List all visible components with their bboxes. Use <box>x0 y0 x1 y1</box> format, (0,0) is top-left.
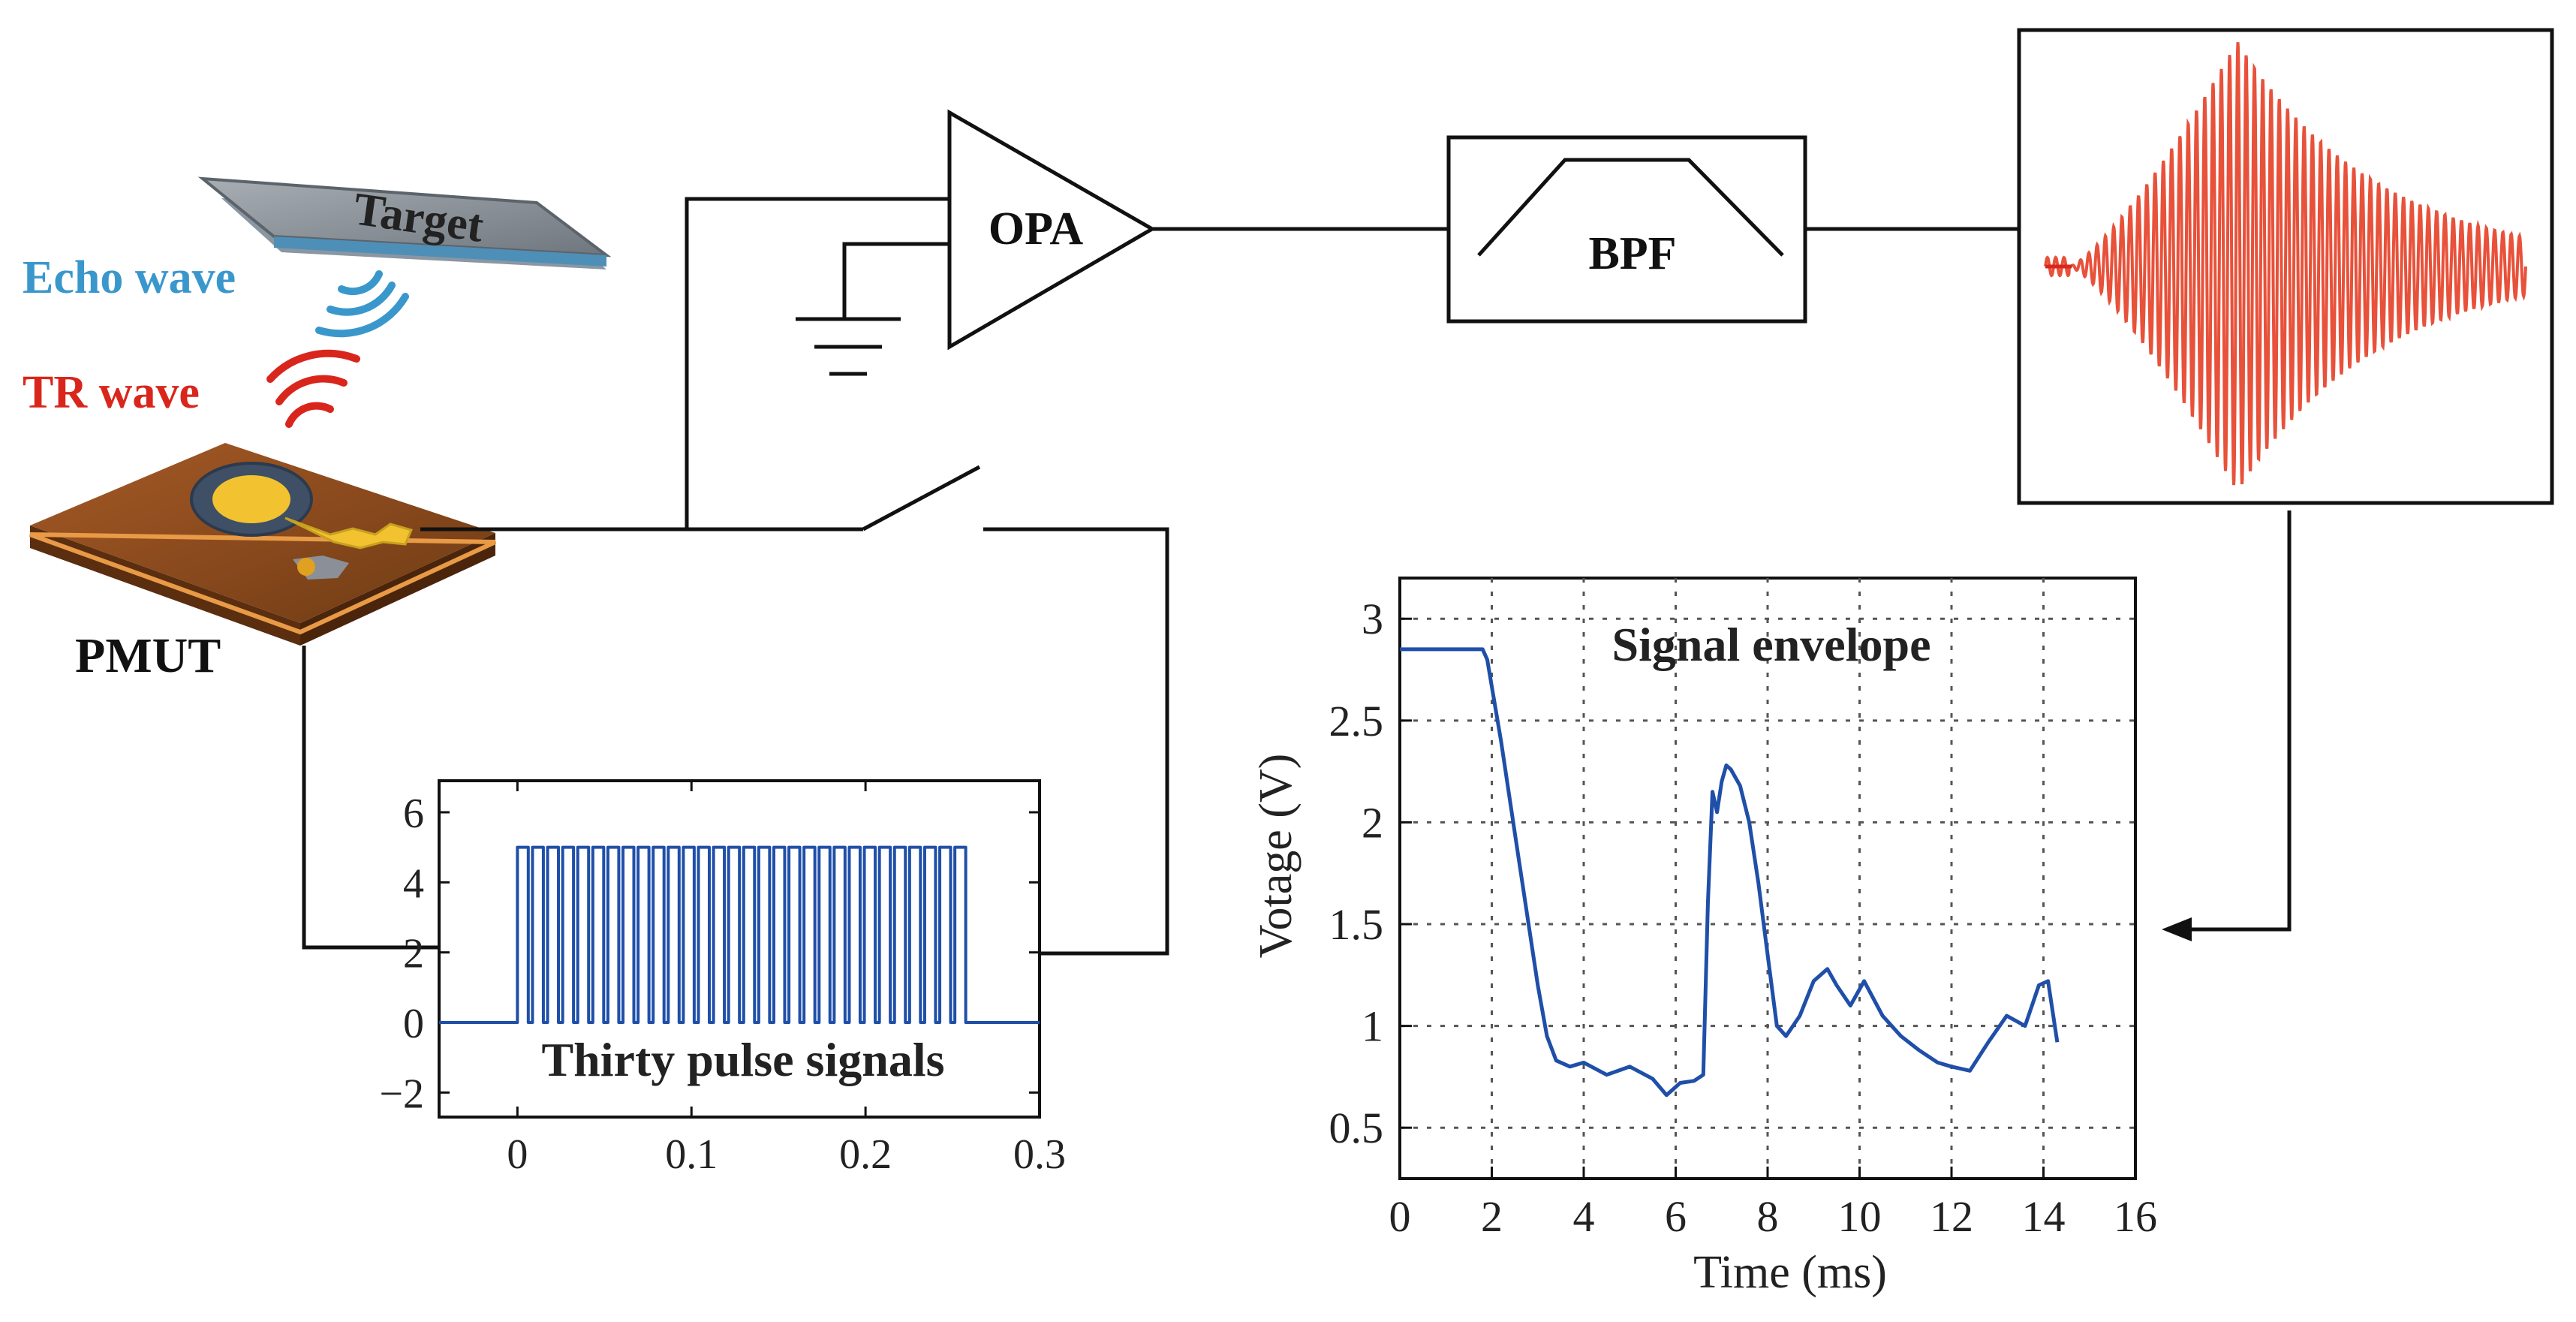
envelope-x-tick-label: 10 <box>1838 1192 1882 1241</box>
pulse-train-line <box>439 845 1040 1024</box>
envelope-x-axis-label: Time (ms) <box>1693 1247 1887 1298</box>
envelope-y-tick-label: 3 <box>1362 595 1383 643</box>
envelope-x-tick-label: 2 <box>1481 1192 1503 1241</box>
pulse-y-tick-label: 0 <box>403 1001 424 1047</box>
envelope-x-tick-label: 12 <box>1930 1192 1973 1241</box>
envelope-x-tick-label: 14 <box>2022 1192 2066 1241</box>
pulse-chart: 0 0.1 0.2 0.3 −2 0 2 4 6 Thirty pulse signals <box>379 779 1066 1178</box>
pulse-y-tick-label: 2 <box>403 931 424 977</box>
envelope-y-tick-label: 2 <box>1362 798 1383 847</box>
envelope-y-axis-label: Votage (V) <box>1250 754 1302 959</box>
bpf-filter: BPF <box>1446 135 1807 324</box>
pulse-y-tick-label: 6 <box>403 790 424 837</box>
circuit-wires <box>302 197 2292 956</box>
envelope-chart-annotation: Signal envelope <box>1612 618 1931 671</box>
pulse-x-tick-label: 0.1 <box>665 1131 718 1178</box>
envelope-x-tick-label: 16 <box>2114 1192 2157 1241</box>
pulse-x-tick-label: 0.2 <box>839 1131 892 1178</box>
pulse-chart-annotation: Thirty pulse signals <box>541 1033 944 1086</box>
envelope-x-tick-label: 8 <box>1757 1192 1779 1241</box>
echo-wave-arcs <box>315 270 409 338</box>
envelope-chart: 0 2 4 6 8 10 12 14 16 0.5 1 1.5 2 2.5 3 Signal envelop… <box>1250 577 2157 1298</box>
envelope-y-tick-label: 0.5 <box>1329 1104 1384 1152</box>
tr-wave-arcs <box>266 349 360 428</box>
envelope-series-line <box>1400 647 2060 1098</box>
burst-waveform-panel <box>2017 28 2554 505</box>
opa-label: OPA <box>989 203 1083 254</box>
opa-amplifier: OPA <box>947 109 1156 351</box>
envelope-x-tick-label: 4 <box>1573 1192 1595 1241</box>
envelope-y-tick-label: 2.5 <box>1329 697 1384 745</box>
pulse-y-tick-label: 4 <box>403 860 424 907</box>
burst-waveform <box>2044 42 2527 486</box>
pulse-y-tick-label: −2 <box>379 1071 424 1117</box>
pulse-x-tick-label: 0.3 <box>1013 1131 1066 1178</box>
echo-wave-label: Echo wave <box>23 252 236 303</box>
burst-trace <box>2044 42 2527 486</box>
target-plate: Target <box>197 176 612 270</box>
envelope-arrow-head <box>2162 917 2192 941</box>
envelope-y-tick-label: 1.5 <box>1329 900 1384 949</box>
bpf-label: BPF <box>1588 228 1676 279</box>
tr-wave-label: TR wave <box>23 367 200 418</box>
envelope-x-tick-label: 6 <box>1665 1192 1687 1241</box>
envelope-x-tick-label: 0 <box>1389 1192 1411 1241</box>
envelope-y-tick-label: 1 <box>1362 1002 1383 1051</box>
pmut-device <box>29 443 497 646</box>
pulse-x-tick-label: 0 <box>507 1131 528 1178</box>
pmut-label: PMUT <box>75 628 221 683</box>
pmut-electrode <box>212 475 290 523</box>
